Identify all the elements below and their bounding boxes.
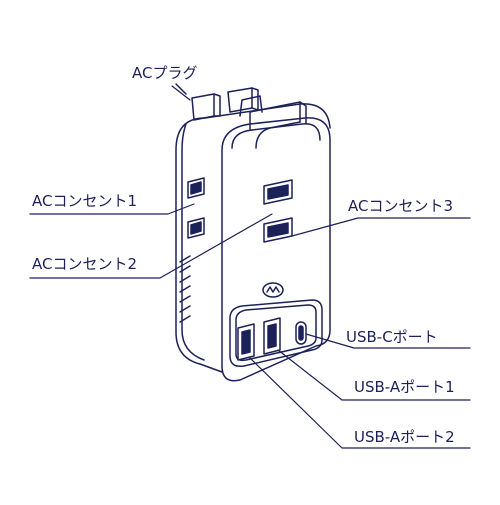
leader-line-ac-plug [171,85,191,101]
device-body [175,103,331,382]
label-ac-outlet-1: ACコンセント1 [32,192,138,210]
ac-outlet-1 [187,177,205,239]
leader-line-ac-outlet-3 [291,217,471,237]
leader-line-usb-c [305,333,471,349]
usb-a-port-2 [237,323,255,361]
leader-line-ac-outlet-2 [29,213,273,279]
leader-lines [29,85,471,449]
ac-outlet-2 [263,179,293,205]
brand-logo-icon [262,282,284,298]
label-ac-outlet-2: ACコンセント2 [32,255,138,273]
leader-line-ac-outlet-1 [29,203,195,215]
side-grip-ridges [179,255,191,323]
label-usb-a-port-1: USB-Aポート1 [354,378,455,396]
leader-line-usb-a-1 [277,349,471,401]
usb-panel [229,299,323,368]
label-ac-plug: ACプラグ [132,64,198,82]
ac-plug [175,83,307,149]
usb-c-port [295,321,307,345]
leader-line-usb-a-2 [249,357,471,449]
usb-a-port-1 [263,317,281,355]
ac-outlet-3 [263,217,293,243]
label-usb-c-port: USB-Cポート [346,328,438,346]
label-ac-outlet-3: ACコンセント3 [348,197,454,215]
label-usb-a-port-2: USB-Aポート2 [354,428,455,446]
